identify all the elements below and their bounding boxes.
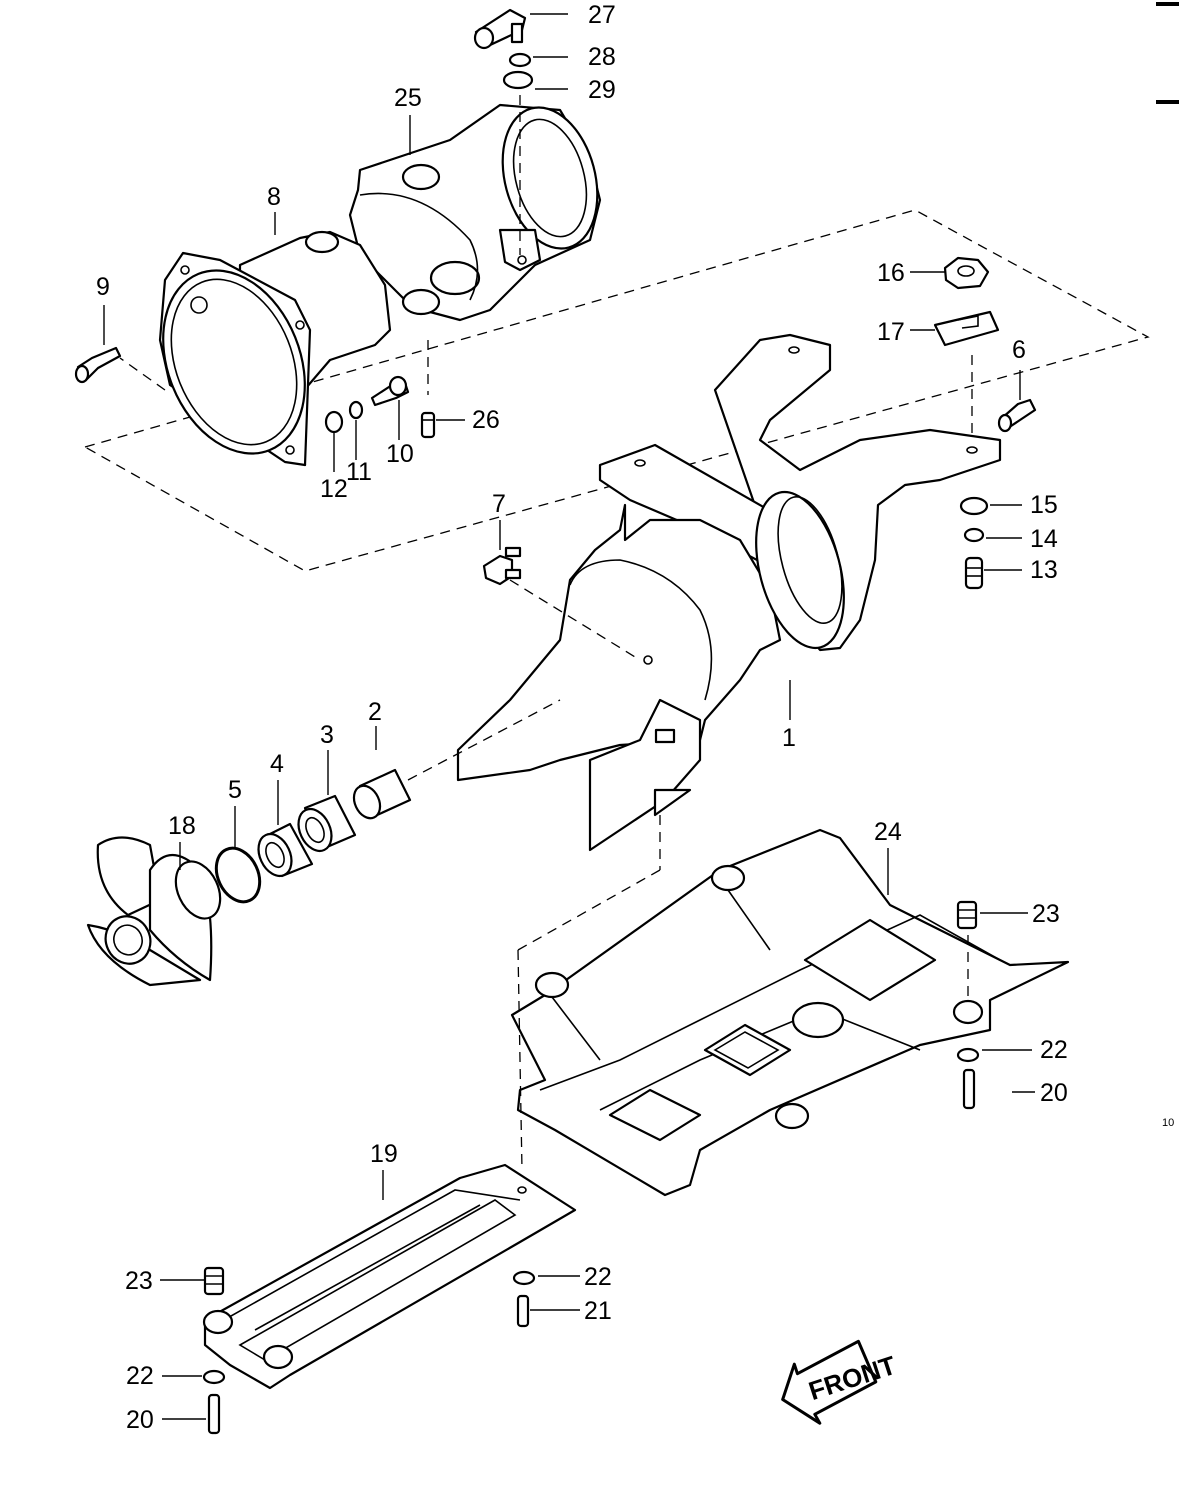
subassembly-dashed-frame [83,209,1150,572]
page-code: 10 [1162,1117,1174,1129]
outlet-pipe-25 [348,103,602,322]
callout-12: 12 [320,475,348,503]
stud-23-right [956,900,978,930]
washer-29 [502,70,534,90]
callout-23-right: 23 [1032,900,1060,928]
elbow-fitting-27 [473,8,527,50]
nut-16 [943,256,990,290]
bracket-17 [933,310,1000,347]
callout-17: 17 [877,318,905,346]
intake-grate-19 [202,1163,577,1390]
callout-26: 26 [472,406,500,434]
callout-22-center: 22 [584,1263,612,1291]
bearing-4 [257,822,314,878]
callout-15: 15 [1030,491,1058,519]
callout-14: 14 [1030,525,1058,553]
nozzle-housing-8 [158,230,392,467]
callout-20-left: 20 [126,1406,154,1434]
callout-21: 21 [584,1297,612,1325]
washer-12 [324,410,344,434]
washer-22-right [956,1047,980,1063]
bolt-9 [74,346,122,384]
fitting-7 [482,546,522,586]
callout-24: 24 [874,818,902,846]
callout-11: 11 [346,458,372,486]
callout-6: 6 [1012,336,1026,364]
callout-16: 16 [877,259,905,287]
callout-28: 28 [588,43,616,71]
callout-23-left: 23 [125,1267,153,1295]
callout-27: 27 [588,1,616,29]
bolt-26 [420,411,436,439]
bolt-20-right [962,1068,976,1110]
callout-22-left: 22 [126,1362,154,1390]
bolt-20-left [207,1393,221,1435]
callout-18: 18 [168,812,196,840]
pump-body-1 [456,333,1002,852]
callout-2: 2 [368,698,382,726]
callout-13: 13 [1030,556,1058,584]
bolt-10 [370,375,410,407]
callout-3: 3 [320,721,334,749]
callout-29: 29 [588,76,616,104]
washer-22-left [202,1369,226,1385]
callout-7: 7 [492,490,506,518]
edge-marks [1156,2,1179,104]
circlip-5 [214,846,262,904]
callout-labels: 27 28 29 25 8 9 10 11 12 26 16 17 6 15 1… [96,1,1174,1434]
callout-8: 8 [267,183,281,211]
washer-11 [348,400,364,420]
callout-10: 10 [386,440,414,468]
washer-14 [963,527,985,543]
front-arrow: FRONT [781,1339,900,1425]
callout-5: 5 [228,776,242,804]
bolt-21 [516,1294,530,1328]
callout-22-right: 22 [1040,1036,1068,1064]
leader-lines [103,13,1035,1420]
callout-20-right: 20 [1040,1079,1068,1107]
sleeve-2 [352,768,412,820]
bearing-3 [297,794,357,853]
callout-25: 25 [394,84,422,112]
bolt-13 [964,556,984,590]
washer-28 [508,52,532,68]
washer-15 [959,496,989,516]
callout-9: 9 [96,273,110,301]
alignment-lines [119,95,973,1171]
impeller-18 [86,836,222,987]
washer-22-center [512,1270,536,1286]
cover-plate-24 [510,828,1070,1197]
callout-4: 4 [270,750,284,778]
callout-19: 19 [370,1140,398,1168]
stud-23-left [203,1266,225,1296]
fitting-6 [997,398,1037,433]
callout-1: 1 [782,724,796,752]
